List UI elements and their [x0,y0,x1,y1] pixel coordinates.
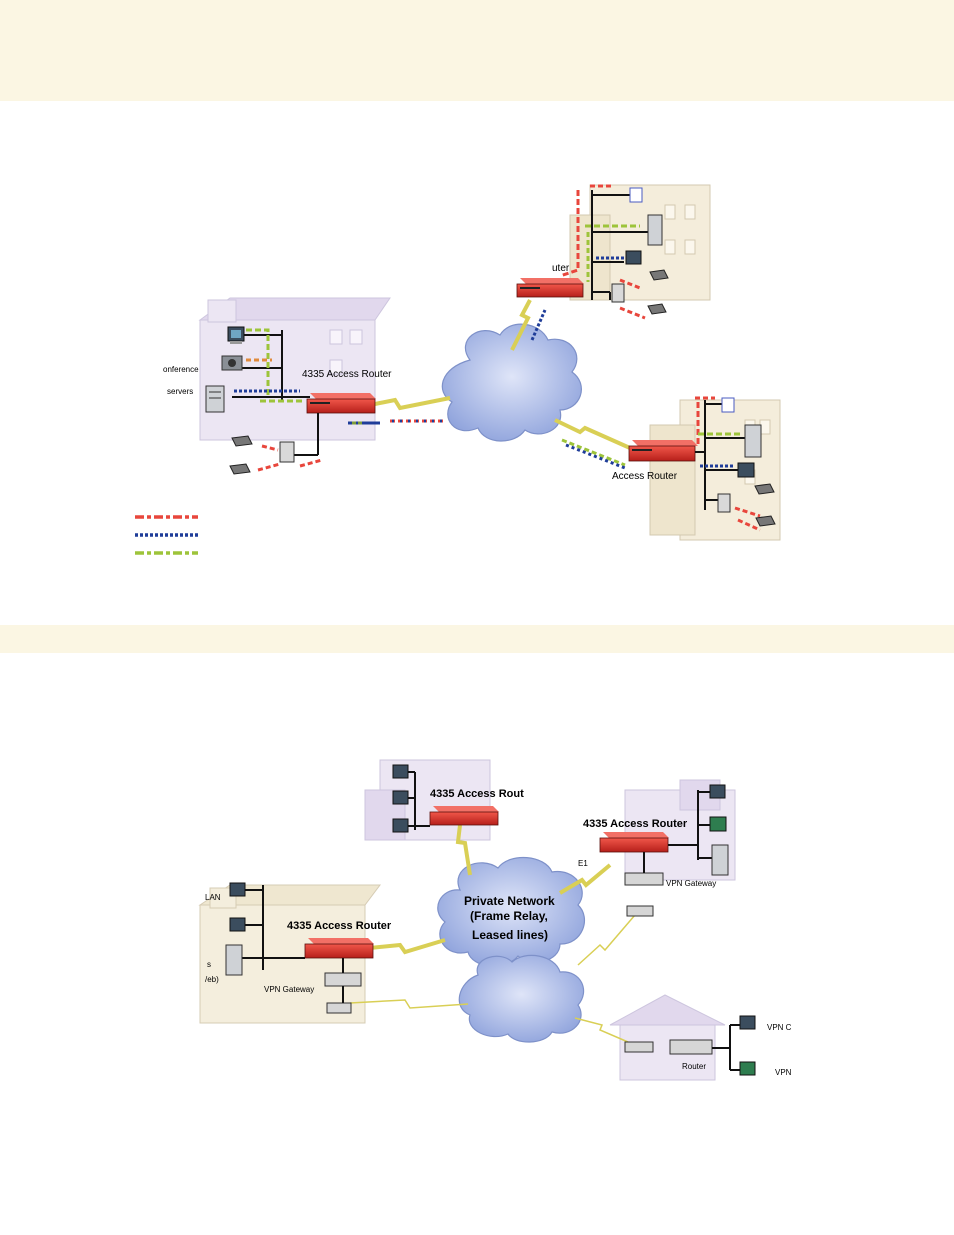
label-s: s [207,960,211,969]
video-camera-icon [221,355,243,371]
label-d2-router-right: 4335 Access Router [583,818,688,830]
cloud-label-line-2: (Frame Relay, [470,909,548,923]
traffic-dashes-1 [348,309,626,470]
vpn-gateway-left [324,972,362,1014]
building-d2-top [364,759,491,841]
label-servers: servers [167,387,193,396]
router-left [306,393,376,414]
pbx-icon [279,441,295,463]
section-divider-band [0,625,954,653]
traffic-left [234,328,323,472]
diagram-1: onference servers 4335 Access Router ute… [135,184,781,555]
house-d2 [609,994,726,1081]
router-d2-right [599,832,669,853]
label-router-top: uter [552,263,570,274]
router-top [516,278,584,298]
devices-bottom-right [717,397,776,527]
lan-left [232,330,319,456]
phone-icon [229,435,253,475]
cloud-label-line-3: Leased lines) [472,928,548,942]
router-right [628,440,698,462]
router-d2-left [304,938,374,959]
wan-links-2 [369,824,612,955]
label-e1: E1 [578,859,588,868]
label-vpn-c: VPN C [767,1023,792,1032]
vpn-gateway-right [624,872,664,917]
label-router-left: 4335 Access Router [302,369,392,380]
label-home-router: Router [682,1062,706,1071]
legend-1 [135,515,198,555]
pc-icons-d2 [225,764,756,1076]
traffic-bottom-right [695,396,761,532]
label-vpn: VPN [775,1068,792,1077]
server-icon [205,385,225,413]
router-d2-top [429,806,499,826]
lan-bottom-right [695,400,745,510]
traffic-top-right [559,184,646,320]
label-conference: onference [163,365,199,374]
internet-cloud [458,954,584,1043]
label-vpn-gateway-left: VPN Gateway [264,985,314,994]
label-d2-router-top: 4335 Access Rout [430,788,524,800]
vpn-links-2 [349,914,636,1043]
top-header-band [0,0,954,101]
label-d2-router-left: 4335 Access Router [287,920,392,932]
monitor-icon [227,326,245,344]
diagram-2: 4335 Access Rout 4335 Access Router 4335… [198,759,792,1081]
wan-cloud-1 [441,323,582,442]
cloud-label-line-1: Private Network [464,894,555,908]
label-web: /eb) [205,975,219,984]
label-lan: LAN [205,893,221,902]
lan-top-right [591,190,648,300]
devices-top-right [611,187,669,315]
wan-links-1 [374,299,631,450]
label-router-right: Access Router [612,471,678,482]
label-vpn-gateway-right: VPN Gateway [666,879,716,888]
